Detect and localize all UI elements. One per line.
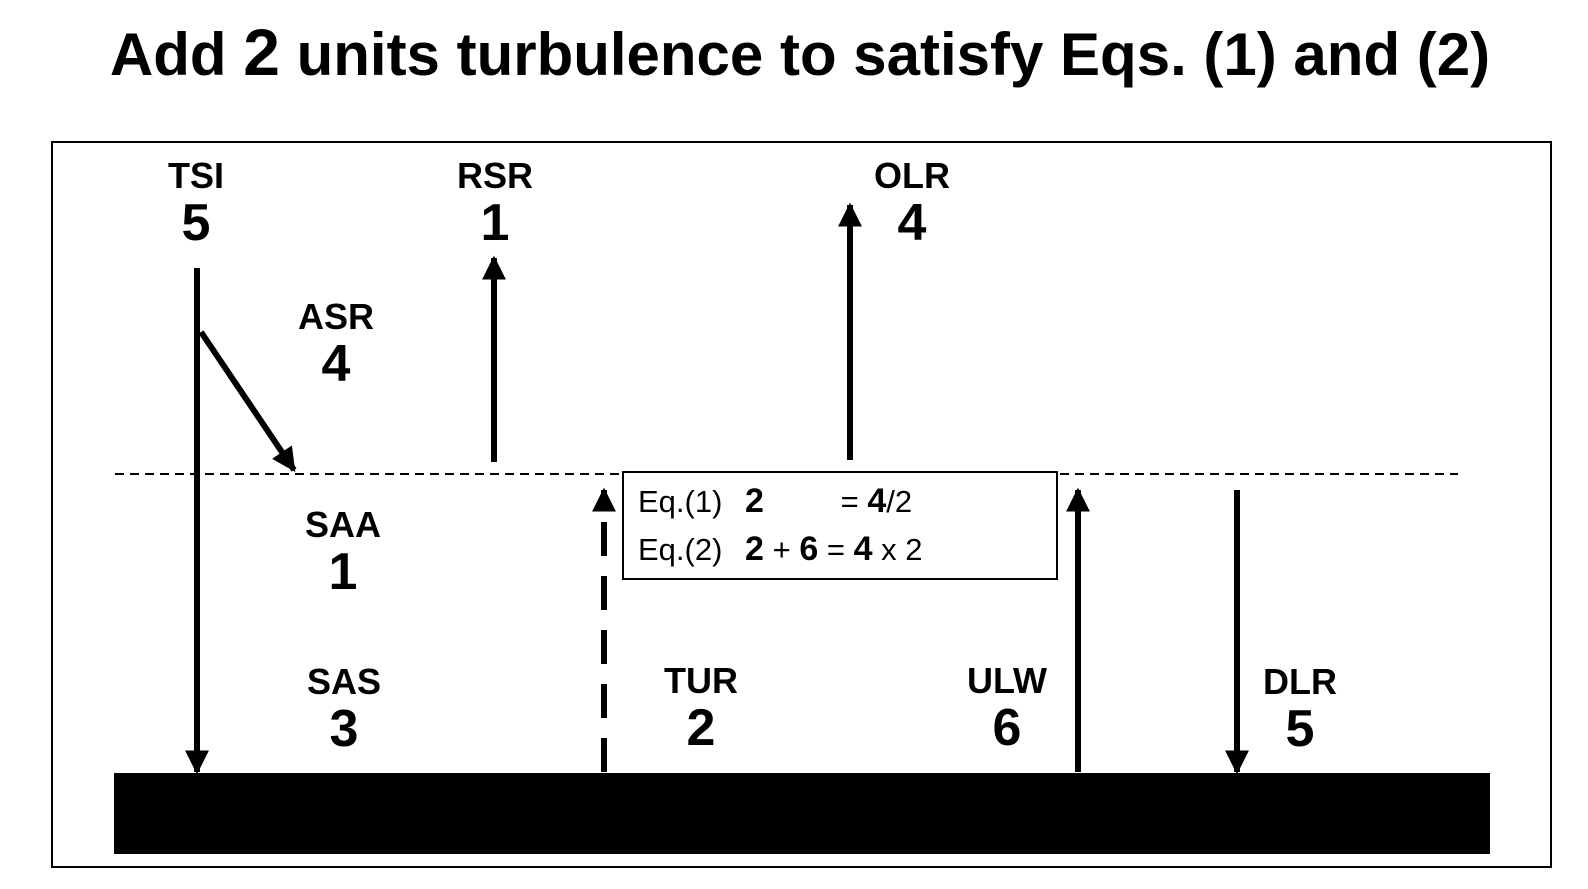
tsi-name: TSI xyxy=(167,155,225,196)
ulw-label: ULW 6 xyxy=(967,660,1047,757)
saa-value: 1 xyxy=(328,543,358,601)
saa-name: SAA xyxy=(304,504,382,545)
eq2-rhs-bold: 4 xyxy=(853,530,873,568)
asr-arrow xyxy=(198,330,297,472)
asr-name: ASR xyxy=(297,296,375,337)
diagram-frame xyxy=(51,141,1552,868)
eq2-label: Eq.(2) xyxy=(638,532,723,567)
olr-label: OLR 4 xyxy=(874,155,950,252)
tsi-value: 5 xyxy=(181,194,211,252)
eq2-lhs-a: 2 xyxy=(745,530,764,568)
equation-box: Eq.(1) 2 = 4/2 Eq.(2) 2 + 6 = 4 x 2 xyxy=(622,471,1058,580)
sas-value: 3 xyxy=(329,700,359,758)
eq2-rhs-rest: x 2 xyxy=(881,532,923,567)
equation-1: Eq.(1) 2 = 4/2 xyxy=(638,483,912,520)
sas-label: SAS 3 xyxy=(306,661,382,758)
tur-value: 2 xyxy=(686,699,716,757)
olr-value: 4 xyxy=(897,194,927,252)
tur-label: TUR 2 xyxy=(664,660,738,757)
eq2-equals: = xyxy=(826,532,845,567)
rsr-name: RSR xyxy=(456,155,534,196)
eq2-plus: + xyxy=(772,532,791,567)
asr-value: 4 xyxy=(321,335,351,393)
equation-2: Eq.(2) 2 + 6 = 4 x 2 xyxy=(638,531,923,568)
title-suffix: units turbulence to satisfy Eqs. (1) and… xyxy=(296,21,1491,88)
ground-surface xyxy=(114,773,1490,854)
dlr-name: DLR xyxy=(1263,661,1337,702)
eq1-rhs-rest: /2 xyxy=(886,484,913,519)
ulw-value: 6 xyxy=(992,699,1022,757)
page-title: Add 2 units turbulence to satisfy Eqs. (… xyxy=(0,12,1588,95)
tur-name: TUR xyxy=(664,660,738,701)
title-number: 2 xyxy=(243,15,280,89)
olr-name: OLR xyxy=(874,155,950,196)
title-prefix: Add xyxy=(109,21,227,88)
sas-name: SAS xyxy=(306,661,382,702)
rsr-value: 1 xyxy=(480,194,510,252)
eq1-equals: = xyxy=(840,484,859,519)
rsr-label: RSR 1 xyxy=(456,155,534,252)
eq1-lhs: 2 xyxy=(745,482,764,520)
eq2-lhs-b: 6 xyxy=(799,530,819,568)
tsi-label: TSI 5 xyxy=(167,155,225,252)
dlr-label: DLR 5 xyxy=(1263,661,1337,758)
eq1-rhs-bold: 4 xyxy=(867,482,887,520)
saa-label: SAA 1 xyxy=(304,504,382,601)
asr-label: ASR 4 xyxy=(297,296,375,393)
eq1-label: Eq.(1) xyxy=(638,484,723,519)
dlr-value: 5 xyxy=(1285,700,1315,758)
ulw-name: ULW xyxy=(967,660,1047,701)
